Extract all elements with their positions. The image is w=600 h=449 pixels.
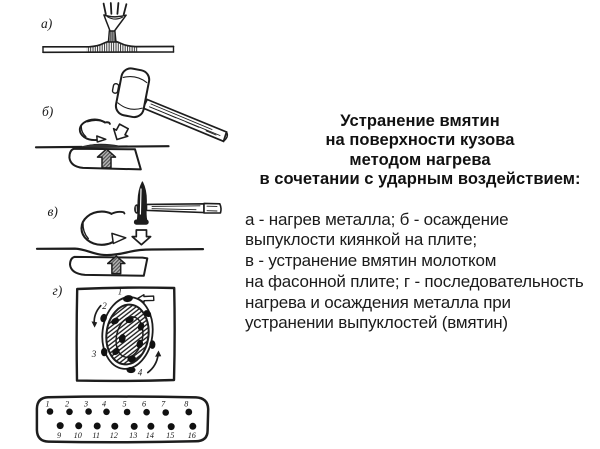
strip-number: 4 [102,399,106,408]
figure-a-heating [42,2,175,54]
panel-label-a: а) [41,16,53,31]
repair-diagram: а) б) в) г) 1 2 3 4 1 2 3 4 5 6 7 8 9 10… [34,2,229,444]
figure-strip [35,395,210,444]
strip-number: 9 [57,431,61,440]
seq-label-3: 3 [91,349,97,359]
figure-v-hammer [35,181,222,277]
caption-line: в - устранение вмятин молотком [245,251,497,271]
caption: а - нагрев металла; б - осаждение выпукл… [245,210,597,335]
strip-number: 12 [110,431,118,440]
title-line: методом нагрева [349,150,491,169]
figure-labels: а) б) в) г) 1 2 3 4 1 2 3 4 5 6 7 8 9 10… [41,16,197,440]
strip-number: 16 [188,431,197,440]
strip-number: 8 [184,399,188,408]
caption-line: а - нагрев металла; б - осаждение [245,209,509,229]
title-line: Устранение вмятин [340,112,500,130]
seq-label-4: 4 [138,368,143,378]
strip-number: 14 [146,431,154,440]
strip-number: 15 [166,431,174,440]
figure-b-mallet [34,67,229,171]
panel-label-g: г) [53,283,63,298]
figure-g-sequence [75,286,176,383]
panel-label-b: б) [42,104,54,119]
seq-label-1: 1 [118,287,123,297]
title: Устранение вмятин на поверхности кузова … [253,112,587,189]
panel-label-v: в) [48,204,59,219]
caption-line: нагрева и осаждения металла при [245,292,511,312]
strip-numbers-top: 1 2 3 4 5 6 7 8 [45,399,188,408]
caption-line: на фасонной плите; г - последовательност… [245,271,584,291]
strip-number: 10 [74,431,82,440]
strip-number: 3 [83,399,88,408]
strip-number: 2 [65,399,69,408]
caption-line: выпуклости киянкой на плите; [245,230,477,250]
strip-number: 11 [92,431,100,440]
title-line: в сочетании с ударным воздействием: [259,169,581,188]
strip-number: 5 [123,399,127,408]
seq-label-2: 2 [102,301,107,311]
strip-number: 1 [45,399,49,408]
strip-number: 6 [142,399,147,408]
strip-number: 13 [129,431,137,440]
strip-numbers-bottom: 9 10 11 12 13 14 15 16 [57,431,197,440]
strip-number: 7 [161,399,166,408]
title-line: на поверхности кузова [325,131,515,150]
caption-line: устранении выпуклостей (вмятин) [245,313,508,333]
